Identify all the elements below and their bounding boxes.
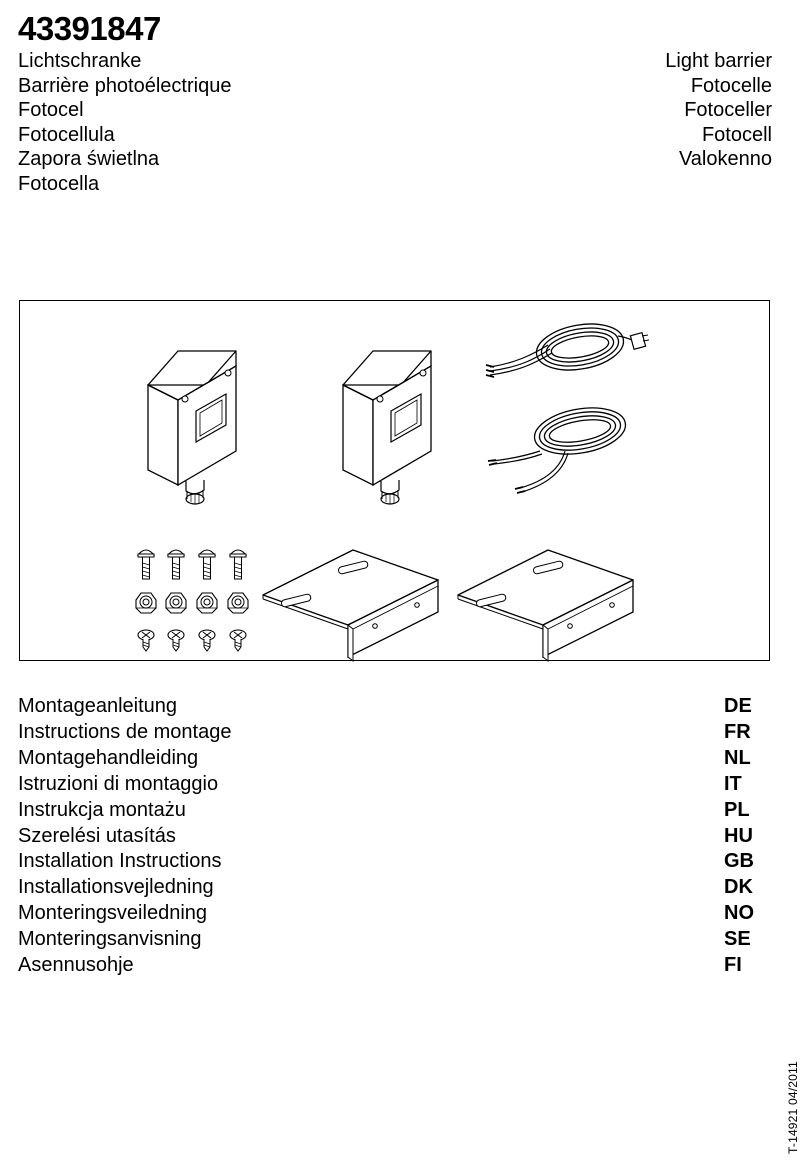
product-name: Fotoceller: [684, 99, 772, 122]
product-name: Light barrier: [665, 50, 772, 72]
photocell-housing: [147, 350, 237, 505]
language-code: NL: [724, 746, 751, 769]
manual-row-de: Montageanleitung DE: [18, 694, 758, 720]
product-name: Zapora świetlna: [18, 148, 160, 171]
screw: [167, 629, 185, 652]
connection-cable: [485, 323, 650, 378]
product-names-right: Light barrier Fotocelle Fotoceller Fotoc…: [665, 49, 772, 172]
product-name: Fotocell: [701, 123, 772, 146]
manual-row-fr: Instructions de montage FR: [18, 720, 758, 746]
manual-title: Istruzioni di montaggio: [18, 772, 219, 795]
language-code: PL: [724, 798, 750, 821]
product-name: Fotocella: [18, 172, 100, 195]
manual-title: Instrukcja montażu: [18, 798, 186, 821]
manual-row-nl: Montagehandleiding NL: [18, 746, 758, 772]
manual-title: Montagehandleiding: [18, 746, 199, 769]
language-code: IT: [724, 772, 742, 795]
connection-cable: [487, 407, 627, 494]
product-name: Fotocel: [18, 99, 84, 122]
nut: [165, 592, 187, 614]
manual-row-hu: Szerelési utasítás HU: [18, 824, 758, 850]
product-name: Valokenno: [678, 148, 772, 171]
product-name: Lichtschranke: [18, 50, 142, 72]
manual-row-pl: Instrukcja montażu PL: [18, 798, 758, 824]
manual-row-se: Monteringsanvisning SE: [18, 927, 758, 953]
language-code: DE: [724, 695, 752, 717]
bolt: [137, 549, 155, 580]
screw: [198, 629, 216, 652]
manual-title: Installationsvejledning: [18, 876, 214, 899]
photocell-housing: [342, 350, 432, 505]
screw: [229, 629, 247, 652]
manual-title: Montageanleitung: [18, 695, 178, 717]
nut: [227, 592, 249, 614]
language-code: FI: [724, 954, 742, 977]
manual-row-dk: Installationsvejledning DK: [18, 875, 758, 901]
manual-language-list: Montageanleitung DE Instructions de mont…: [18, 694, 758, 979]
product-name: Fotocellula: [18, 123, 115, 146]
manual-row-gb: Installation Instructions GB: [18, 849, 758, 875]
mounting-bracket: [262, 549, 439, 662]
nut: [196, 592, 218, 614]
manual-title: Szerelési utasítás: [18, 824, 176, 847]
language-code: GB: [724, 850, 754, 873]
manual-title: Instructions de montage: [18, 720, 232, 743]
language-code: FR: [724, 720, 751, 743]
manual-title: Monteringsveiledning: [18, 902, 208, 925]
manual-row-it: Istruzioni di montaggio IT: [18, 772, 758, 798]
bolt: [229, 549, 247, 580]
screw: [137, 629, 155, 652]
manual-title: Installation Instructions: [18, 850, 222, 873]
nut: [135, 592, 157, 614]
product-names-left: Lichtschranke Barrière photoélectrique F…: [18, 49, 231, 197]
manual-row-no: Monteringsveiledning NO: [18, 901, 758, 927]
product-name: Fotocelle: [690, 74, 772, 97]
language-code: HU: [724, 824, 753, 847]
bolt: [198, 549, 216, 580]
manual-title: Asennusohje: [18, 954, 134, 977]
bolt: [167, 549, 185, 580]
mounting-bracket: [457, 549, 634, 662]
article-number: 43391847: [18, 10, 161, 47]
parts-figure: [19, 300, 770, 662]
document-code: T-14921 04/2011: [786, 1061, 800, 1154]
manual-row-fi: Asennusohje FI: [18, 953, 758, 979]
manual-title: Monteringsanvisning: [18, 928, 202, 951]
language-code: NO: [724, 902, 754, 925]
language-code: SE: [724, 928, 751, 951]
language-code: DK: [724, 876, 753, 899]
product-name: Barrière photoélectrique: [18, 74, 232, 97]
